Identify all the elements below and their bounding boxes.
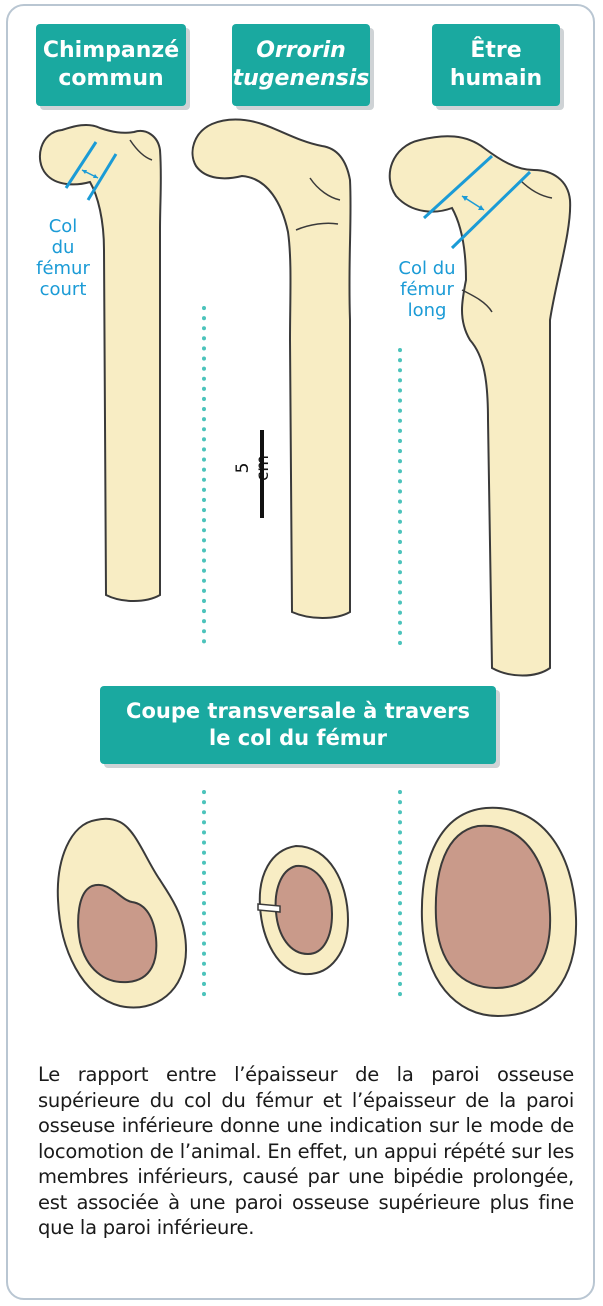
section-title-line2: le col du fémur xyxy=(100,725,496,752)
chimp-femur xyxy=(40,125,161,601)
caption-text: Le rapport entre l’épaisseur de la paroi… xyxy=(38,1062,574,1241)
section-title-line1: Coupe transversale à travers xyxy=(100,698,496,725)
orrorin-cross-section xyxy=(258,846,348,974)
human-femur xyxy=(390,136,570,675)
annotation-long-neck-line2: fémur xyxy=(396,279,458,300)
chimp-cross-section xyxy=(58,819,186,1008)
annotation-short-neck-line3: fémur xyxy=(34,258,92,279)
annotation-short-neck: Col du fémur court xyxy=(34,216,92,300)
section-title: Coupe transversale à travers le col du f… xyxy=(100,686,496,764)
annotation-short-neck-line2: du xyxy=(34,237,92,258)
human-cross-section xyxy=(422,808,576,1016)
annotation-short-neck-line1: Col xyxy=(34,216,92,237)
annotation-long-neck-line3: long xyxy=(396,300,458,321)
annotation-long-neck: Col du fémur long xyxy=(396,258,458,321)
scale-bar-label: 5 cm xyxy=(233,448,259,488)
annotation-short-neck-line4: court xyxy=(34,279,92,300)
annotation-long-neck-line1: Col du xyxy=(396,258,458,279)
